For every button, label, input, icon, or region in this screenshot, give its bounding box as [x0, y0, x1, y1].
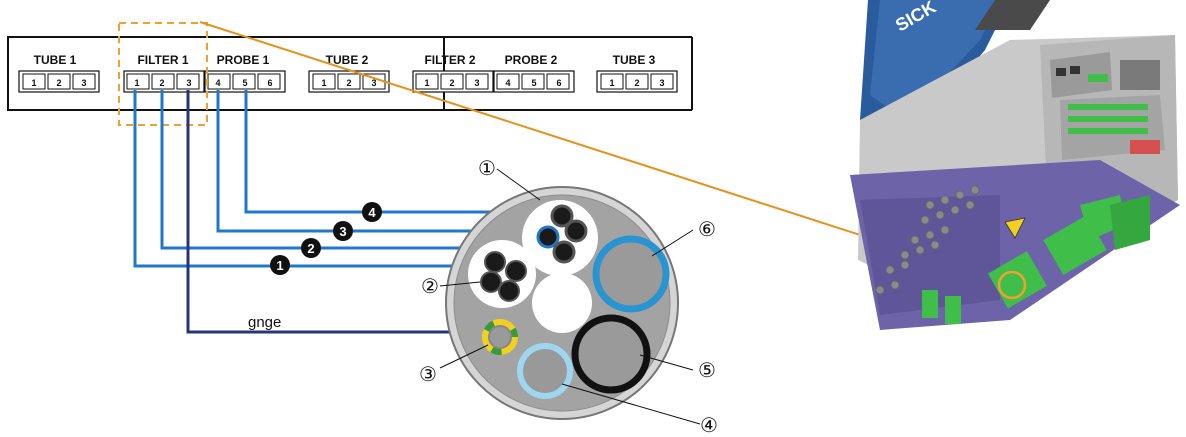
terminal-pin: 1 — [415, 73, 439, 90]
wire-marker-2: 2 — [301, 238, 321, 258]
terminal-group-tube-3: TUBE 3 1 2 3 — [596, 53, 678, 93]
svg-text:1: 1 — [609, 78, 614, 88]
svg-text:1: 1 — [276, 258, 283, 273]
terminal-group-label: TUBE 3 — [613, 53, 656, 67]
callout-1: ① — [478, 156, 496, 180]
terminal-pin: 2 — [151, 73, 175, 90]
sample-tube-black — [571, 314, 651, 394]
svg-text:3: 3 — [474, 78, 479, 88]
analyzer-device-illustration: SICK — [850, 0, 1180, 330]
terminal-group-filter-2: FILTER 2 1 2 3 — [412, 53, 494, 93]
terminal-group-tube-1: TUBE 1 1 2 3 — [18, 53, 100, 93]
sample-tube-blue — [592, 235, 670, 313]
terminal-pin: 1 — [600, 73, 624, 90]
terminal-group-label: TUBE 1 — [34, 53, 77, 67]
svg-text:6: 6 — [267, 78, 272, 88]
wire-marker-4: 4 — [362, 202, 382, 222]
terminal-block — [123, 70, 205, 93]
terminal-group-label: FILTER 2 — [424, 53, 475, 67]
terminal-connectors — [922, 195, 1150, 324]
terminal-pin: 5 — [521, 73, 545, 90]
terminal-pin: 2 — [337, 73, 361, 90]
ground-wire-label: gnge — [248, 314, 281, 331]
svg-text:2: 2 — [346, 78, 351, 88]
terminal-pin: 6 — [257, 73, 281, 90]
svg-text:3: 3 — [186, 78, 191, 88]
terminal-group-label: TUBE 2 — [326, 53, 369, 67]
svg-text:4: 4 — [215, 78, 220, 88]
svg-text:3: 3 — [659, 78, 664, 88]
callout-5: ⑤ — [698, 358, 716, 382]
terminal-pin: 1 — [22, 73, 46, 90]
ground-wire — [186, 90, 484, 334]
terminal-pin: 6 — [546, 73, 570, 90]
callout-leaders — [439, 168, 701, 425]
terminal-pin: 2 — [47, 73, 71, 90]
wire-4 — [244, 90, 560, 214]
svg-text:3: 3 — [371, 78, 376, 88]
center-filler — [532, 273, 592, 333]
terminal-pin: 1 — [126, 73, 150, 90]
terminal-pin: 3 — [72, 73, 96, 90]
terminal-group-label: FILTER 1 — [137, 53, 188, 67]
wire-marker-3: 3 — [333, 221, 353, 241]
terminal-group-probe-1: PROBE 1 4 5 6 — [204, 53, 286, 93]
signal-bundle-1 — [522, 200, 598, 276]
terminal-block — [18, 70, 100, 93]
svg-text:2: 2 — [159, 78, 164, 88]
cable-glands — [875, 185, 980, 295]
svg-text:1: 1 — [134, 78, 139, 88]
wire-3 — [216, 90, 545, 233]
cable-cross-section — [445, 186, 679, 420]
terminal-block — [493, 70, 575, 93]
terminal-pin: 4 — [496, 73, 520, 90]
svg-text:4: 4 — [505, 78, 510, 88]
terminal-block — [596, 70, 678, 93]
svg-text:2: 2 — [634, 78, 639, 88]
wire-marker-1: 1 — [270, 255, 290, 275]
terminal-pin: 3 — [650, 73, 674, 90]
svg-text:1: 1 — [424, 78, 429, 88]
svg-text:3: 3 — [81, 78, 86, 88]
svg-text:1: 1 — [31, 78, 36, 88]
sample-tube-light — [517, 343, 573, 399]
svg-text:5: 5 — [242, 78, 247, 88]
terminal-group-label: PROBE 1 — [217, 53, 270, 67]
svg-text:2: 2 — [449, 78, 454, 88]
svg-text:2: 2 — [56, 78, 61, 88]
wire-2 — [160, 90, 566, 250]
terminal-pin: 2 — [625, 73, 649, 90]
terminal-pin: 5 — [232, 73, 256, 90]
terminal-group-label: PROBE 2 — [505, 53, 558, 67]
svg-text:1: 1 — [321, 78, 326, 88]
terminal-pin: 3 — [465, 73, 489, 90]
terminal-pin: 2 — [440, 73, 464, 90]
svg-text:5: 5 — [531, 78, 536, 88]
callout-4: ④ — [700, 413, 718, 437]
terminal-group-probe-2: PROBE 2 4 5 6 — [493, 53, 575, 93]
connector-panel — [1050, 52, 1112, 98]
svg-text:2: 2 — [307, 241, 314, 256]
device-highlight-ring — [997, 270, 1027, 300]
svg-text:6: 6 — [556, 78, 561, 88]
warning-icon — [1004, 217, 1026, 239]
terminal-pin: 1 — [312, 73, 336, 90]
terminal-pin: 3 — [176, 73, 200, 90]
callout-6: ⑥ — [698, 217, 716, 241]
terminal-group-filter-1: FILTER 1 1 2 3 — [123, 53, 205, 93]
callout-2: ② — [421, 274, 439, 298]
svg-text:4: 4 — [368, 205, 376, 220]
terminal-block — [412, 70, 494, 93]
svg-text:3: 3 — [339, 224, 346, 239]
callout-3: ③ — [419, 362, 437, 386]
